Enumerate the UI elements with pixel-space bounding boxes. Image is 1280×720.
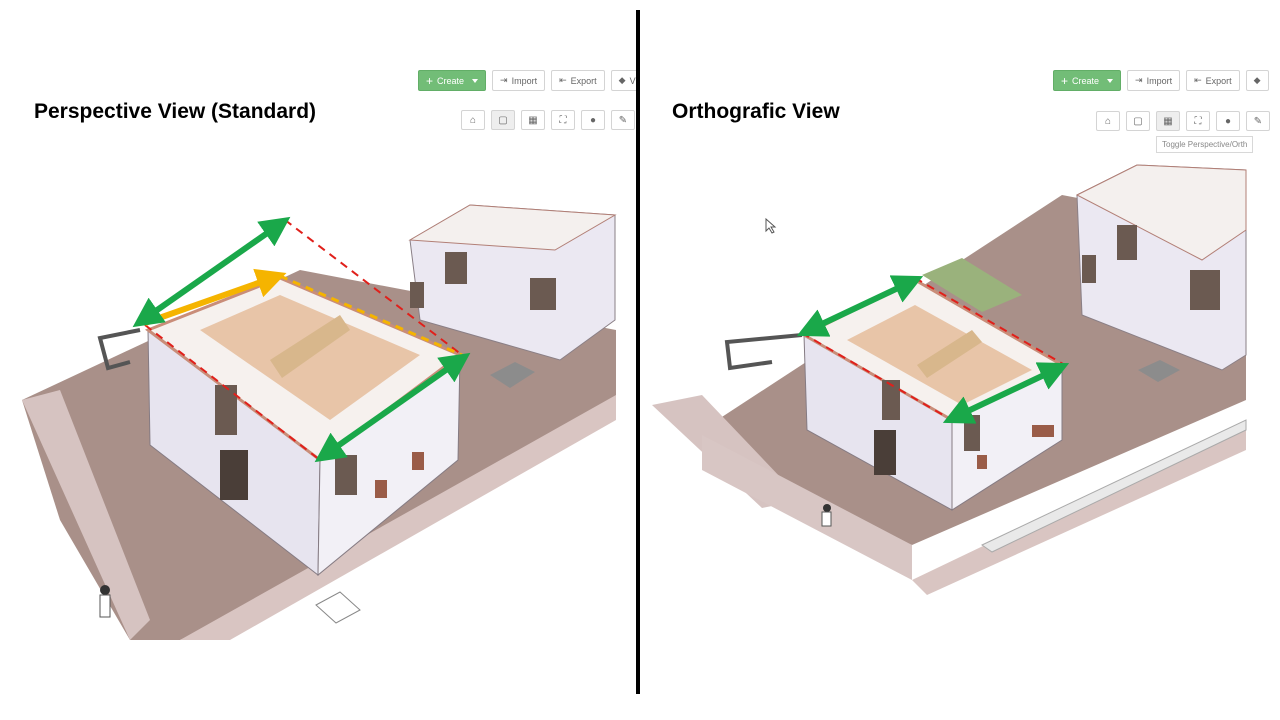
dashed-guide-line [914, 277, 1064, 365]
view-toolbar: ⌂ ▢ ▦ ⛶ ● ✎ [461, 110, 635, 130]
mouse-cursor-icon [765, 217, 777, 234]
sidewalk [22, 390, 150, 640]
import-label: Import [511, 75, 538, 86]
equipment-box [490, 362, 535, 388]
person-icon[interactable]: ● [1216, 111, 1240, 131]
export-label: Export [570, 75, 597, 86]
view-button[interactable]: ◆ V [610, 70, 636, 91]
plus-icon: + [1061, 73, 1069, 88]
curb [981, 419, 1247, 553]
orthographic-heading: Orthografic View [672, 100, 840, 123]
export-button[interactable]: ⇤ Export [1186, 70, 1240, 91]
green-arrow [942, 362, 1070, 424]
create-label: Create [1072, 75, 1100, 86]
door [874, 430, 896, 475]
window [530, 278, 556, 310]
cube-icon[interactable]: ▢ [491, 110, 515, 130]
window [215, 385, 237, 435]
plus-icon: + [426, 73, 434, 88]
import-icon: ⇥ [500, 75, 508, 85]
back-building-roof [1075, 164, 1247, 261]
pen-icon[interactable]: ✎ [1246, 111, 1270, 131]
manhole [315, 591, 361, 624]
caret-down-icon [1107, 78, 1114, 83]
pen-icon[interactable]: ✎ [611, 110, 635, 130]
window [445, 252, 467, 284]
person-icon[interactable]: ● [581, 110, 605, 130]
view-label: V [629, 75, 636, 86]
dashed-guide-line [284, 219, 463, 356]
view-button[interactable]: ◆ [1245, 70, 1269, 91]
green-arrow [796, 275, 924, 337]
toggle-tooltip: Toggle Perspective/Orth [1156, 136, 1254, 153]
create-label: Create [437, 75, 465, 86]
back-building-roof [408, 204, 617, 251]
grid-icon[interactable]: ▦ [1156, 111, 1180, 131]
perspective-heading: Perspective View (Standard) [34, 100, 317, 123]
dashed-guide-line [801, 332, 951, 420]
panel-divider [636, 10, 640, 694]
export-button[interactable]: ⇤ Export [551, 70, 605, 91]
pedestrian [100, 585, 110, 595]
fullscreen-icon[interactable]: ⛶ [1186, 111, 1210, 131]
window [410, 282, 424, 308]
window [977, 455, 987, 469]
view-toolbar: ⌂ ▢ ▦ ⛶ ● ✎ [1096, 111, 1270, 131]
green-lawn [922, 258, 1022, 312]
perspective-3d-model[interactable] [0, 0, 636, 720]
window [412, 452, 424, 470]
caret-down-icon [472, 78, 479, 83]
pedestrian [99, 594, 111, 618]
top-toolbar: + Create ⇥ Import ⇤ Export ◆ V [418, 70, 636, 91]
stair [270, 315, 350, 378]
import-icon: ⇥ [1135, 75, 1143, 85]
canopy-frame [97, 328, 141, 371]
road [230, 420, 616, 640]
cube-small-icon: ◆ [618, 75, 626, 85]
door [220, 450, 248, 500]
sidewalk [180, 395, 616, 640]
window [1117, 225, 1137, 260]
cube-icon[interactable]: ▢ [1126, 111, 1150, 131]
cyclist [821, 511, 832, 527]
window [1032, 425, 1054, 437]
window [964, 415, 980, 451]
grid-icon[interactable]: ▦ [521, 110, 545, 130]
base-wall [702, 435, 912, 580]
import-button[interactable]: ⇥ Import [492, 70, 546, 91]
canopy-frame [724, 333, 803, 371]
window [1190, 270, 1220, 310]
window [335, 455, 357, 495]
export-icon: ⇤ [559, 75, 567, 85]
top-toolbar: + Create ⇥ Import ⇤ Export ◆ [1053, 70, 1269, 91]
orthographic-panel: Orthografic View + Create ⇥ Import ⇤ Exp… [642, 0, 1280, 720]
fullscreen-icon[interactable]: ⛶ [551, 110, 575, 130]
cube-small-icon: ◆ [1253, 75, 1261, 85]
home-icon[interactable]: ⌂ [461, 110, 485, 130]
home-icon[interactable]: ⌂ [1096, 111, 1120, 131]
create-button[interactable]: + Create [418, 70, 487, 91]
green-arrow [132, 216, 291, 328]
import-label: Import [1146, 75, 1173, 86]
window [1082, 255, 1096, 283]
orthographic-3d-model[interactable] [642, 0, 1280, 720]
green-arrow [314, 352, 471, 463]
export-icon: ⇤ [1194, 75, 1202, 85]
perspective-panel: Perspective View (Standard) + Create ⇥ I… [0, 0, 636, 720]
export-label: Export [1205, 75, 1232, 86]
stair [917, 330, 982, 378]
cyclist [823, 504, 831, 512]
import-button[interactable]: ⇥ Import [1127, 70, 1181, 91]
dashed-guide-line [144, 324, 321, 461]
window [882, 380, 900, 420]
dashed-guide-line [279, 274, 463, 357]
create-button[interactable]: + Create [1053, 70, 1122, 91]
window [375, 480, 387, 498]
equipment-box [1138, 360, 1180, 382]
